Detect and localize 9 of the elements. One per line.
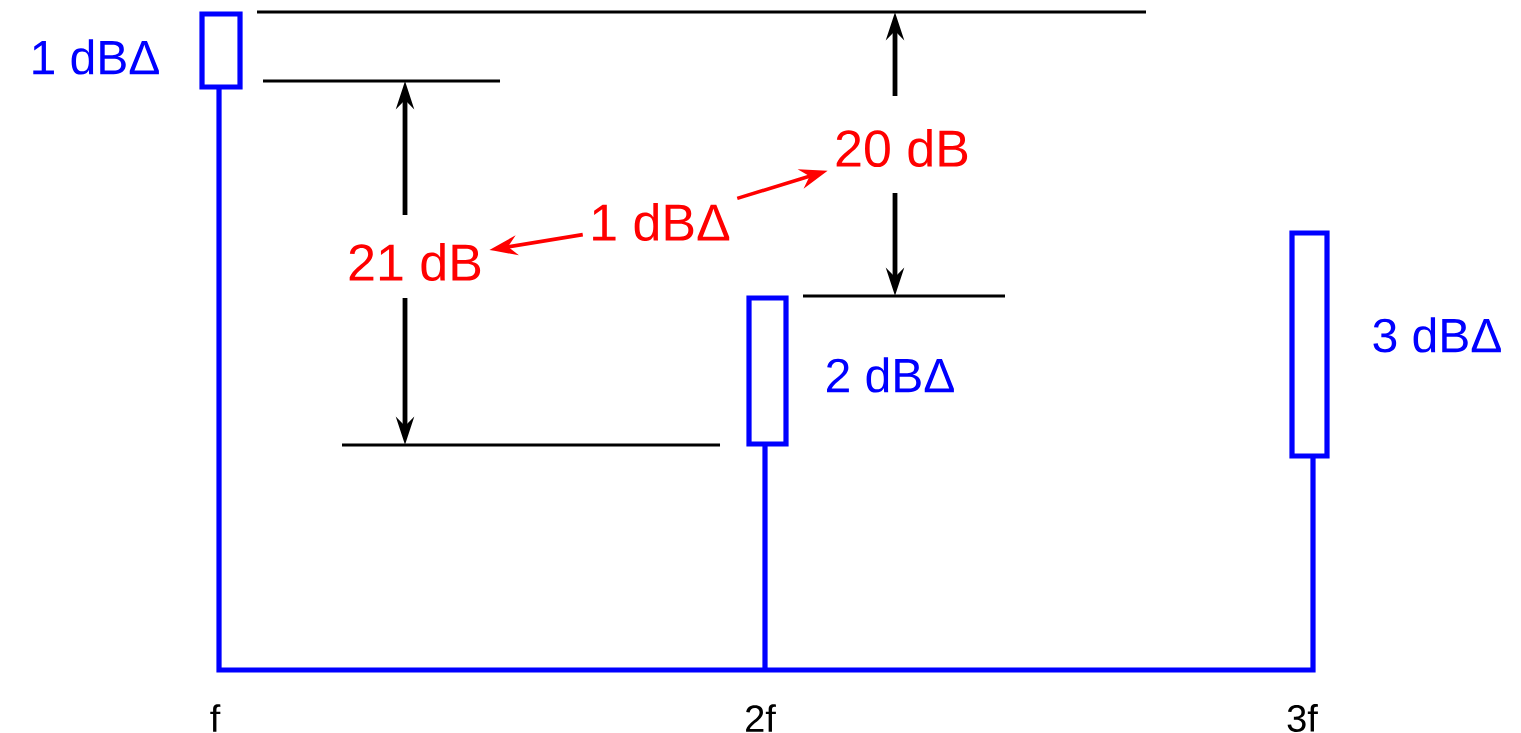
uncertainty-label: 3 dBΔ	[1373, 317, 1501, 353]
value-label: 21 dB	[349, 242, 481, 282]
axis-label: 2f	[746, 704, 776, 732]
axis-label: f	[210, 704, 221, 732]
axis-label: 3f	[1287, 704, 1318, 732]
value-label: 20 dB	[836, 128, 968, 168]
uncertainty-label: 2 dBΔ	[827, 357, 954, 393]
uncertainty-label: 1 dBΔ	[33, 39, 159, 75]
value-label: 1 dBΔ	[593, 202, 730, 242]
